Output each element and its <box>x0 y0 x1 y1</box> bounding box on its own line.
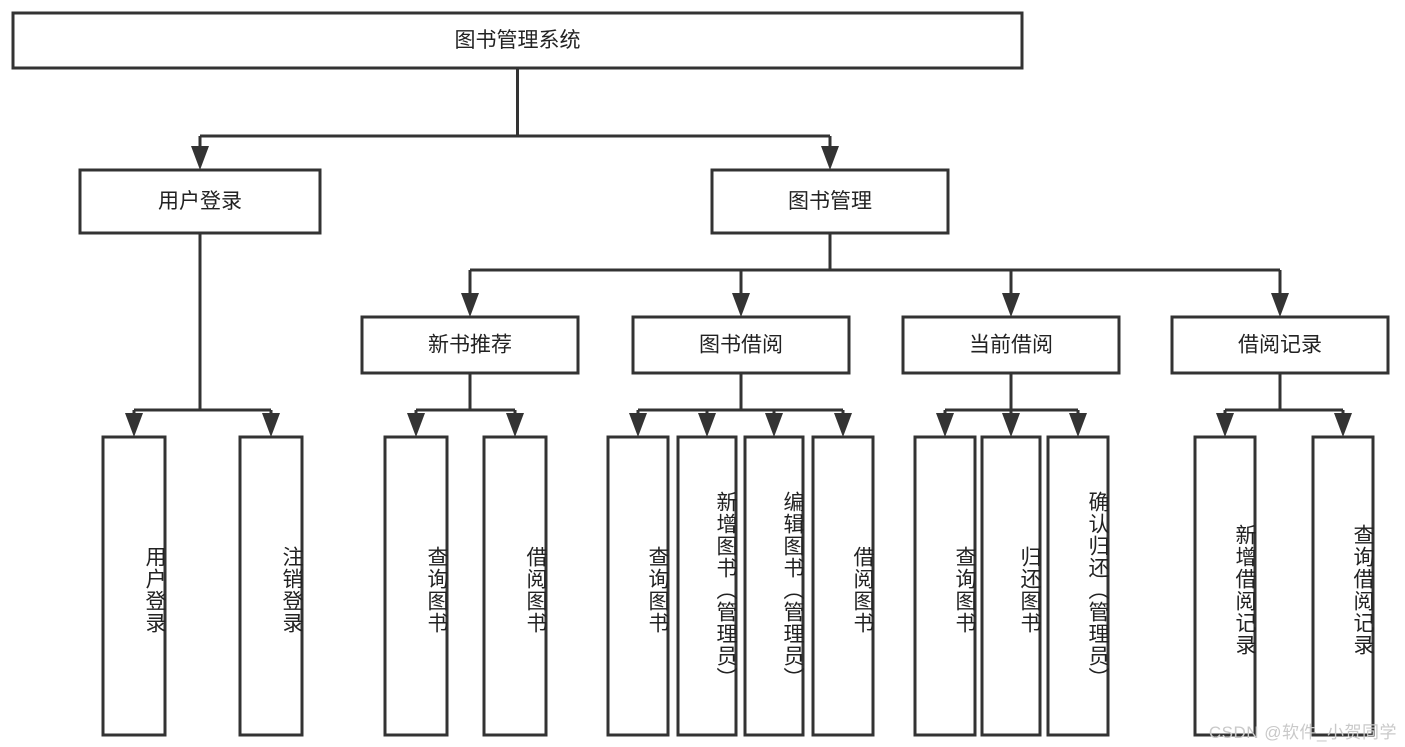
arrow-head-icon <box>262 413 280 437</box>
node-label-book-manage: 图书管理 <box>788 190 872 213</box>
node-box-leaf-add-borrow-record[interactable] <box>1193 435 1257 737</box>
node-box-book-borrow[interactable] <box>631 315 851 375</box>
node-label-borrow-record: 借阅记录 <box>1238 334 1322 357</box>
node-box-leaf-user-login[interactable] <box>101 435 167 737</box>
node-label-root: 图书管理系统 <box>455 29 581 52</box>
arrow-head-icon <box>821 146 839 170</box>
arrow-head-icon <box>732 293 750 317</box>
node-box-leaf-borrow-book[interactable] <box>811 435 875 737</box>
arrow-head-icon <box>506 413 524 437</box>
node-label-user-login: 用户登录 <box>158 190 242 213</box>
arrow-head-icon <box>191 146 209 170</box>
node-box-leaf-confirm-return-admin[interactable] <box>1046 435 1110 737</box>
node-box-leaf-query-book-current[interactable] <box>913 435 977 737</box>
csdn-watermark: CSDN @软件_小贺同学 <box>1208 723 1397 742</box>
node-box-borrow-record[interactable] <box>1170 315 1390 375</box>
arrow-head-icon <box>407 413 425 437</box>
node-box-root[interactable] <box>11 11 1024 70</box>
arrow-head-icon <box>1002 293 1020 317</box>
node-box-layer <box>11 11 1390 737</box>
node-box-leaf-add-book-admin[interactable] <box>676 435 738 737</box>
arrow-head-icon <box>461 293 479 317</box>
node-box-leaf-return-book[interactable] <box>980 435 1042 737</box>
node-box-leaf-edit-book-admin[interactable] <box>743 435 805 737</box>
node-box-leaf-query-borrow-record[interactable] <box>1311 435 1375 737</box>
node-label-book-borrow: 图书借阅 <box>699 334 783 357</box>
arrow-head-icon <box>629 413 647 437</box>
node-box-leaf-logout-login[interactable] <box>238 435 304 737</box>
node-box-leaf-query-book-borrow[interactable] <box>606 435 670 737</box>
node-box-new-book-recommend[interactable] <box>360 315 580 375</box>
arrow-head-icon <box>834 413 852 437</box>
node-label-current-borrow: 当前借阅 <box>969 334 1053 357</box>
arrow-head-icon <box>698 413 716 437</box>
node-box-user-login[interactable] <box>78 168 322 235</box>
arrow-head-icon <box>1002 413 1020 437</box>
arrow-head-icon <box>1271 293 1289 317</box>
arrow-head-icon <box>936 413 954 437</box>
connector-layer <box>125 68 1352 437</box>
arrow-head-icon <box>765 413 783 437</box>
node-box-leaf-borrow-book-recommend[interactable] <box>482 435 548 737</box>
node-box-current-borrow[interactable] <box>901 315 1121 375</box>
arrow-head-icon <box>1069 413 1087 437</box>
node-box-leaf-query-book-recommend[interactable] <box>383 435 449 737</box>
arrow-head-icon <box>1334 413 1352 437</box>
arrow-head-icon <box>1216 413 1234 437</box>
node-box-book-manage[interactable] <box>710 168 950 235</box>
arrow-head-icon <box>125 413 143 437</box>
node-label-new-book-recommend: 新书推荐 <box>428 334 512 357</box>
